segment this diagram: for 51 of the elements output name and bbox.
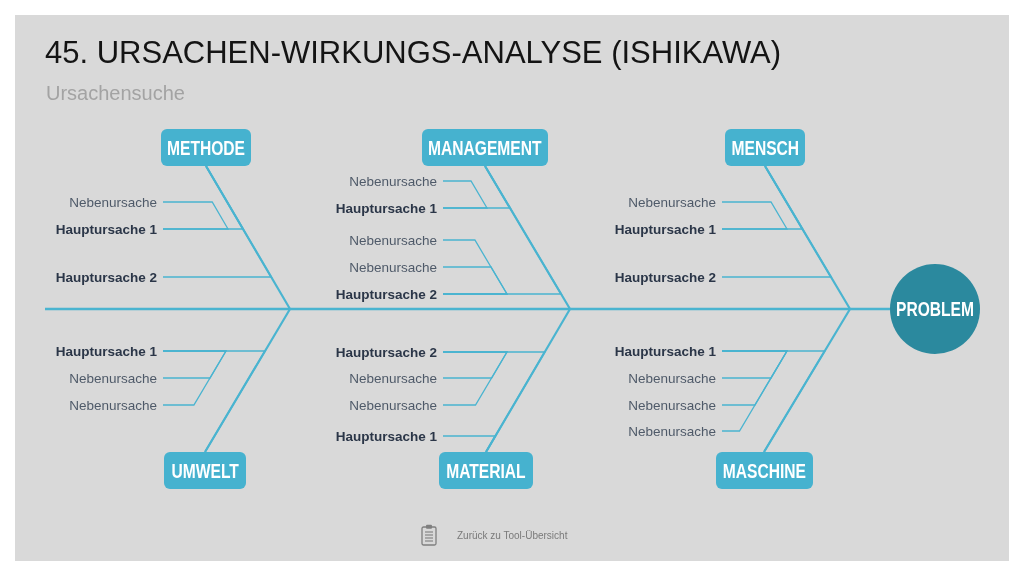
- bone-line: [763, 307, 890, 453]
- main-cause-text: Hauptursache 1: [335, 427, 437, 445]
- side-cause-line: [442, 266, 509, 295]
- side-cause-text: Nebenursache: [628, 369, 716, 387]
- cause-line: [162, 350, 267, 453]
- side-cause-text: Nebenursache: [349, 172, 437, 190]
- main-cause-text: Hauptursache 1: [614, 342, 716, 360]
- main-cause-text: Hauptursache 1: [614, 220, 716, 238]
- category-label: METHODE: [167, 136, 245, 159]
- category-box: [422, 129, 548, 166]
- back-link: Zurück zu Tool-Übersicht: [457, 529, 568, 542]
- cause-line: [721, 165, 833, 278]
- side-cause-text: Nebenursache: [69, 396, 157, 414]
- main-cause-text: Hauptursache 2: [335, 285, 437, 303]
- category-box: [715, 452, 813, 489]
- side-cause-line: [162, 350, 228, 406]
- category-label: UMWELT: [171, 459, 239, 482]
- side-cause-text: Nebenursache: [349, 231, 437, 249]
- cause-line: [442, 435, 497, 453]
- main-cause-text: Hauptursache 2: [335, 343, 437, 361]
- category-label: MANAGEMENT: [428, 136, 542, 159]
- category-box: [439, 452, 533, 489]
- side-cause-text: Nebenursache: [69, 193, 157, 211]
- side-cause-line: [442, 180, 489, 209]
- cause-line: [162, 165, 273, 278]
- category-box: [161, 129, 251, 166]
- category-box: [725, 129, 805, 166]
- category-label: MASCHINE: [722, 459, 806, 482]
- cause-line: [721, 350, 827, 453]
- cause-line: [442, 165, 563, 295]
- side-cause-text: Nebenursache: [349, 396, 437, 414]
- side-cause-text: Nebenursache: [349, 369, 437, 387]
- problem-label: PROBLEM: [896, 298, 974, 320]
- side-cause-line: [442, 351, 509, 406]
- side-cause-line: [721, 201, 789, 230]
- main-cause-text: Hauptursache 1: [55, 220, 157, 238]
- side-cause-text: Nebenursache: [349, 258, 437, 276]
- main-cause-text: Hauptursache 1: [335, 199, 437, 217]
- main-cause-text: Hauptursache 2: [55, 268, 157, 286]
- main-cause-text: Hauptursache 2: [614, 268, 716, 286]
- side-cause-line: [721, 350, 789, 432]
- category-label: MATERIAL: [446, 459, 526, 482]
- side-cause-text: Nebenursache: [69, 369, 157, 387]
- side-cause-text: Nebenursache: [628, 193, 716, 211]
- side-cause-text: Nebenursache: [628, 422, 716, 440]
- slide-title: 45. URSACHEN-WIRKUNGS-ANALYSE (ISHIKAWA): [45, 34, 782, 72]
- category-box: [164, 452, 246, 489]
- side-cause-text: Nebenursache: [628, 396, 716, 414]
- side-cause-line: [162, 201, 230, 230]
- category-label: MENSCH: [731, 136, 799, 159]
- main-cause-text: Hauptursache 1: [55, 342, 157, 360]
